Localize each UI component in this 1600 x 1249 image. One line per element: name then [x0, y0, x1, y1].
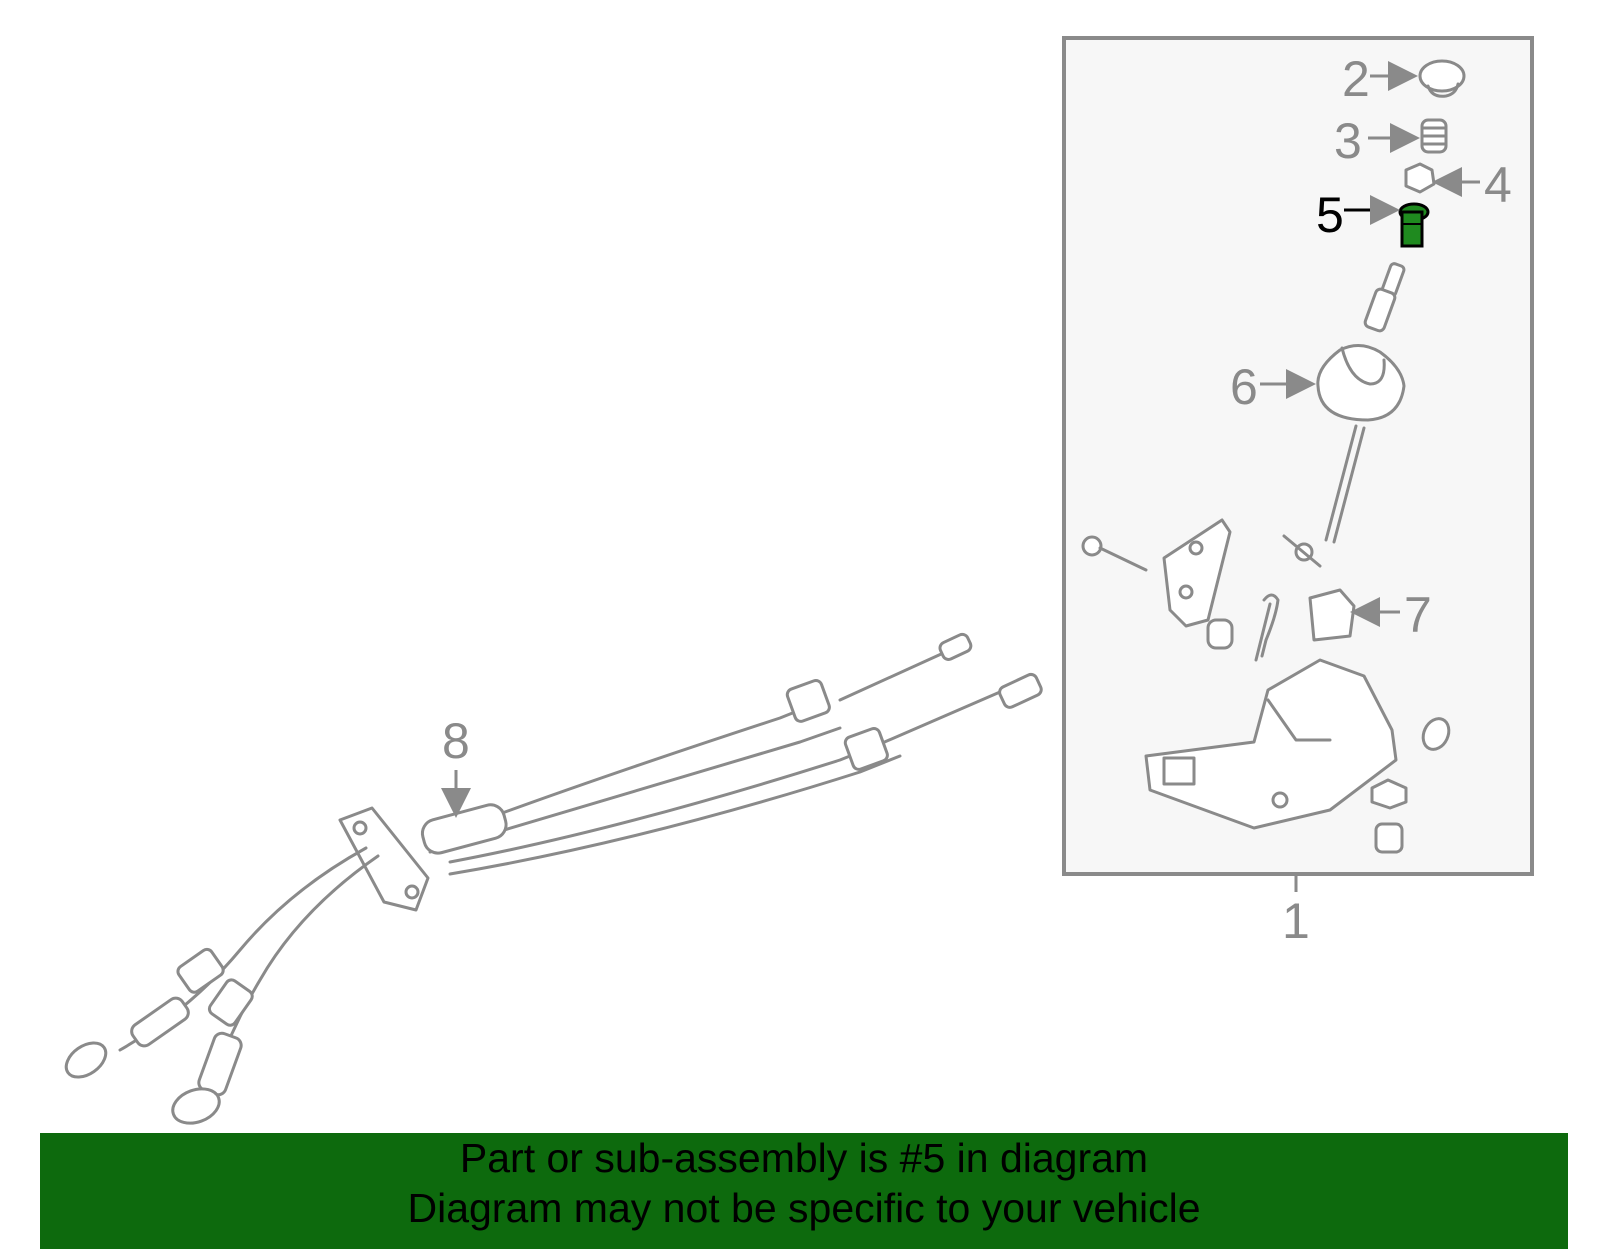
callout-1: 1 [1282, 893, 1310, 949]
hex-nut [1370, 778, 1408, 810]
bushing-cup [1308, 588, 1356, 642]
shift-lever [1282, 424, 1366, 568]
callout-5: 5 [1316, 187, 1344, 243]
callout-6: 6 [1230, 359, 1258, 415]
banner-line-1: Part or sub-assembly is #5 in diagram [459, 1135, 1149, 1181]
callout-8: 8 [442, 713, 470, 769]
collar [1206, 618, 1234, 650]
shifter-housing [1144, 658, 1398, 830]
shift-boot [1316, 344, 1406, 422]
callout-4: 4 [1484, 157, 1512, 213]
o-ring [1421, 717, 1451, 751]
bracket [1081, 518, 1232, 628]
callout-2: 2 [1342, 51, 1370, 107]
callout-3: 3 [1334, 113, 1362, 169]
shift-knob [1418, 59, 1466, 98]
highlighted-bushing [1398, 202, 1430, 248]
spring [1420, 118, 1448, 154]
nut [1404, 162, 1436, 194]
spacer [1374, 822, 1404, 854]
clip [1254, 593, 1280, 662]
banner-line-2: Diagram may not be specific to your vehi… [407, 1185, 1201, 1231]
shift-cables [64, 632, 1043, 1125]
lever-rod [1363, 262, 1406, 333]
callout-7: 7 [1404, 587, 1432, 643]
info-banner: Part or sub-assembly is #5 in diagram Di… [40, 1133, 1568, 1249]
